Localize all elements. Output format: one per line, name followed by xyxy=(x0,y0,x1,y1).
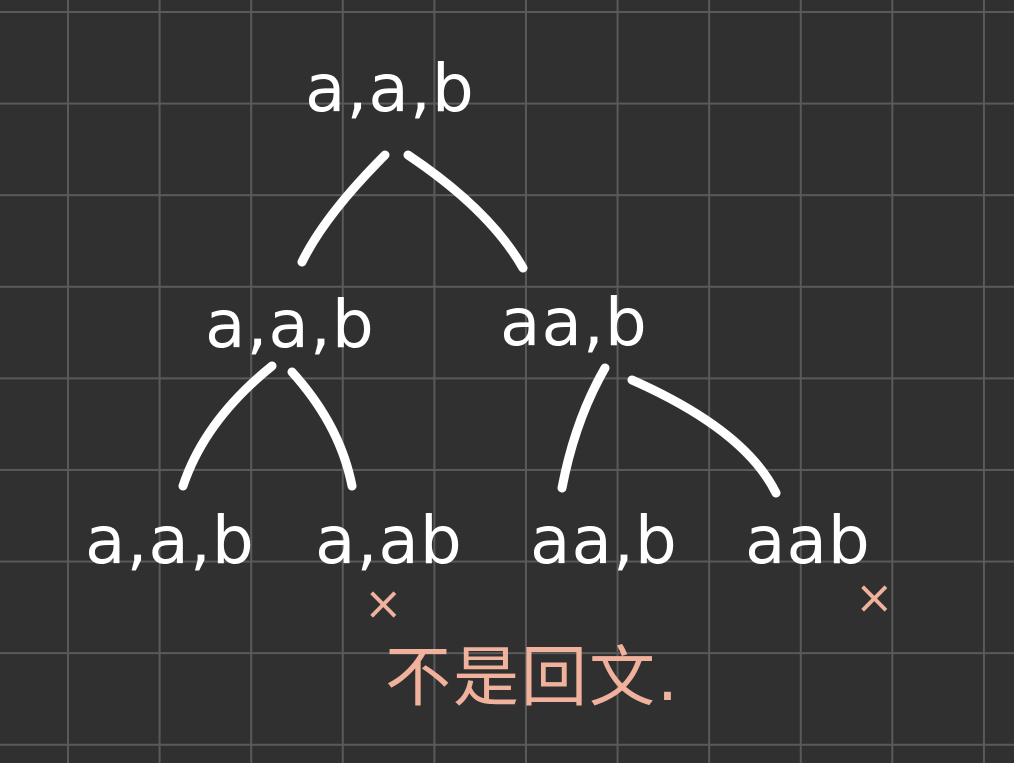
level1-right-node: aa,b xyxy=(500,284,648,361)
not-palindrome-note: 不是回文. xyxy=(385,639,680,716)
leaf-node-1: a,a,b xyxy=(85,502,255,579)
leaf-node-2: a,ab xyxy=(315,502,463,579)
cross-mark-left: × xyxy=(364,576,403,630)
edge-root-left xyxy=(297,150,390,267)
level1-left-node: a,a,b xyxy=(205,286,375,363)
leaf-node-3: aa,b xyxy=(530,502,678,579)
root-node: a,a,b xyxy=(305,50,475,127)
cross-mark-right: × xyxy=(855,570,894,624)
leaf-node-4: aab xyxy=(745,502,871,579)
edge-right-leftleaf xyxy=(557,363,610,493)
edge-left-rightleaf xyxy=(287,367,357,491)
edge-left-leftleaf xyxy=(178,361,277,491)
edge-root-right xyxy=(403,150,528,273)
edge-right-rightleaf xyxy=(627,375,781,498)
